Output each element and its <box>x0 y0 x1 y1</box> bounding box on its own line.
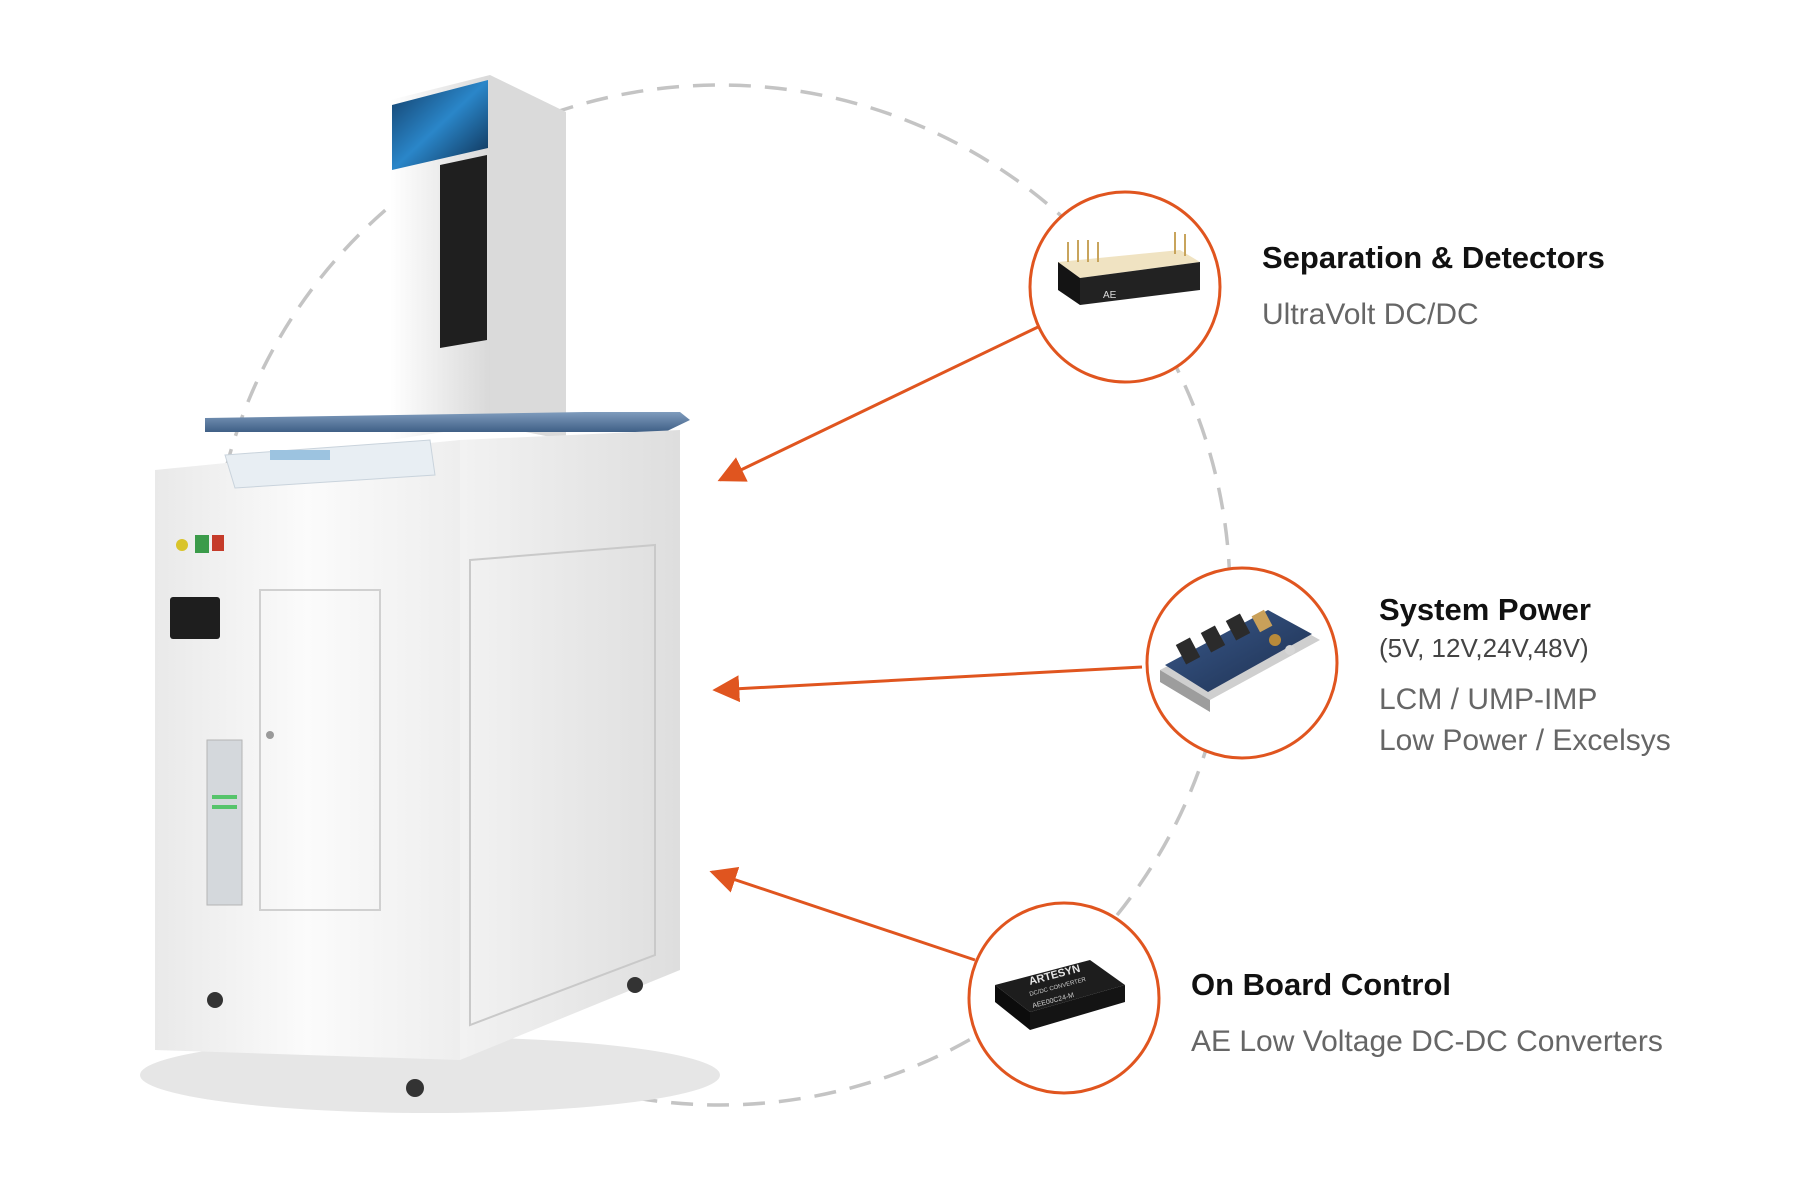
separation-line-1: UltraVolt DC/DC <box>1262 298 1479 331</box>
power-supply-board-icon <box>1160 609 1320 712</box>
tower-window <box>440 155 487 348</box>
on-board-line-1: AE Low Voltage DC-DC Converters <box>1191 1025 1663 1058</box>
arrow-separation <box>717 325 1039 482</box>
system-power-voltages: (5V, 12V,24V,48V) <box>1379 633 1589 663</box>
dc-dc-converter-icon: ARTESYN DC/DC CONVERTER AEE00C24-M <box>995 960 1125 1030</box>
wheel <box>627 977 643 993</box>
printer-slot <box>170 597 220 639</box>
wheel <box>207 992 223 1008</box>
on-board-title: On Board Control <box>1191 967 1452 1002</box>
red-switch <box>212 535 224 551</box>
indicator-light <box>176 539 188 551</box>
lab-instrument-illustration <box>140 75 720 1113</box>
tower-screen <box>392 80 488 170</box>
hv-badge: AE <box>1103 290 1117 301</box>
level-window <box>206 739 243 906</box>
system-power-line-2: Low Power / Excelsys <box>1379 724 1671 757</box>
hv-module-icon: AE <box>1058 232 1200 305</box>
green-switch <box>195 535 209 553</box>
cabinet-front <box>155 440 460 1060</box>
cabinet-side <box>460 430 680 1060</box>
arrow-system-power <box>712 665 1143 703</box>
system-power-line-1: LCM / UMP-IMP <box>1379 683 1598 716</box>
front-door <box>259 589 381 911</box>
separation-title: Separation & Detectors <box>1262 240 1605 275</box>
system-power-title: System Power <box>1379 592 1591 627</box>
side-panel <box>469 543 656 1027</box>
wheel <box>406 1079 424 1097</box>
arrow-on-board <box>709 866 976 962</box>
tower-side <box>490 75 566 440</box>
glass-lid <box>205 412 690 432</box>
